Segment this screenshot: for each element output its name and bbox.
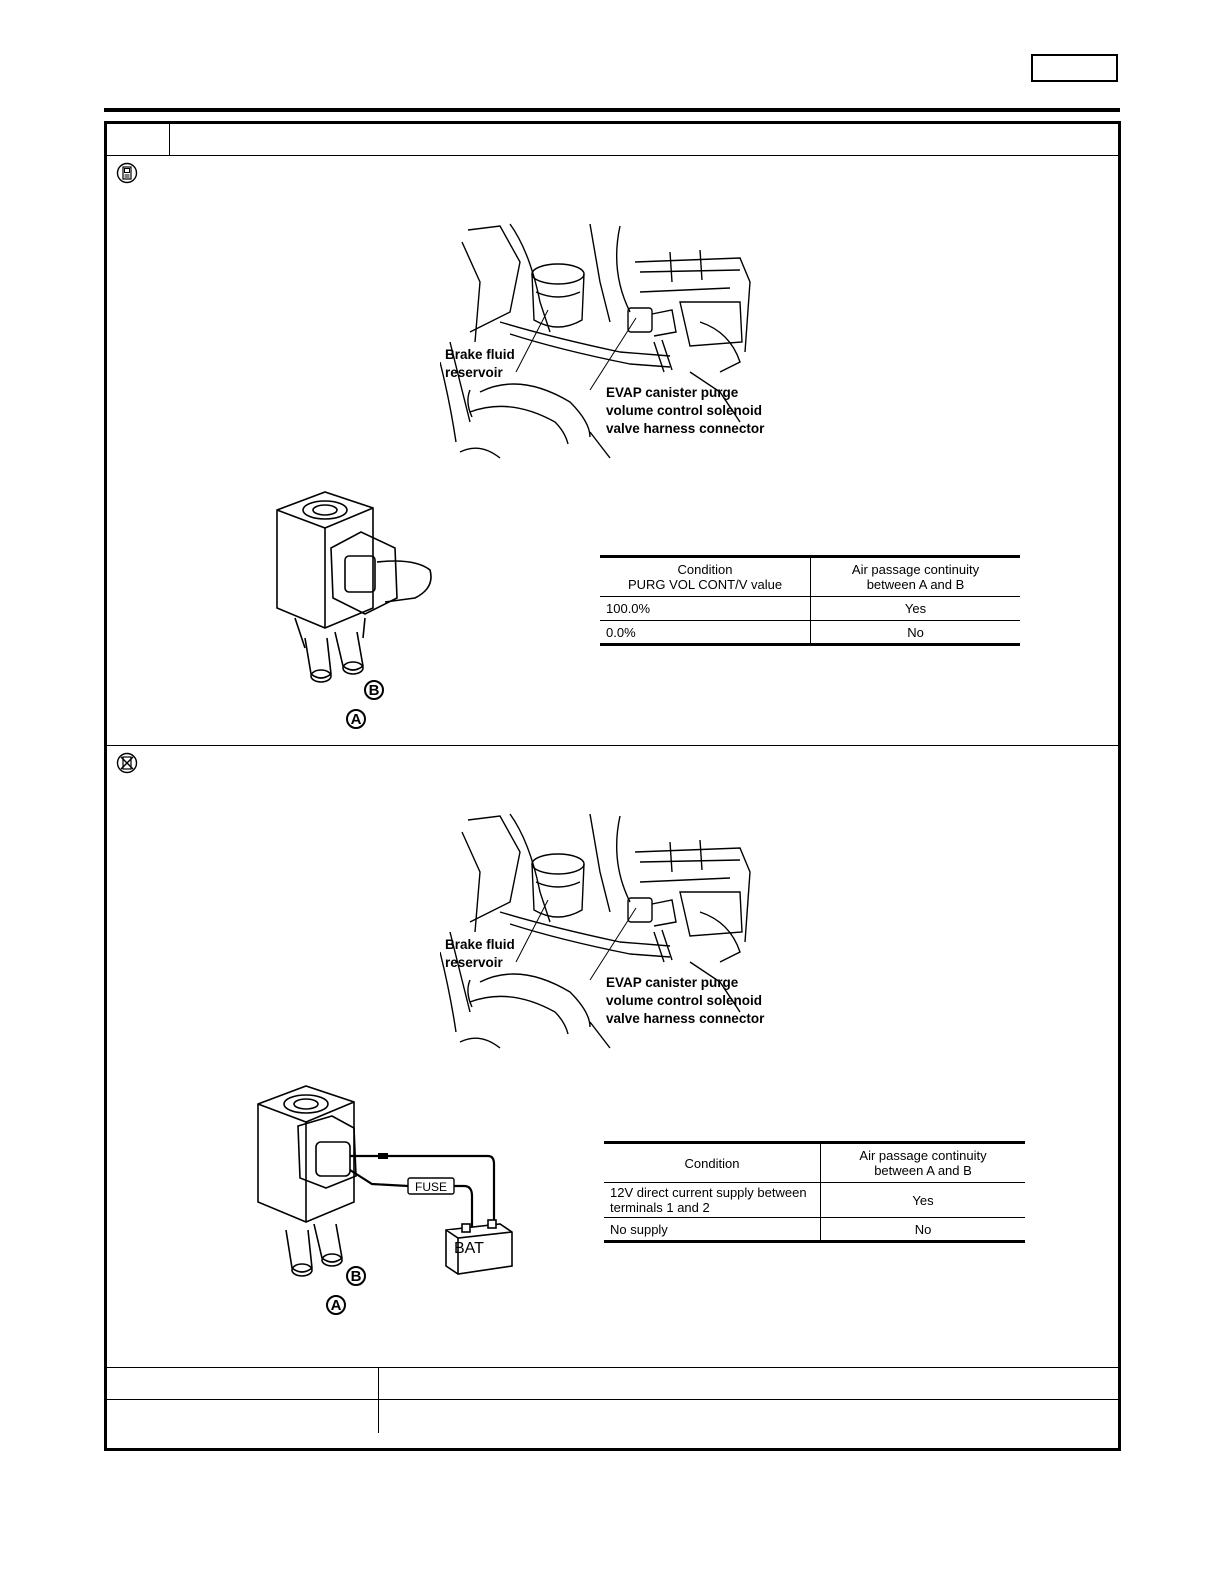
- result-column-divider: [378, 1367, 379, 1433]
- evap-connector-label-line1: EVAP canister purge: [606, 975, 739, 990]
- battery-symbol: [445, 1219, 513, 1275]
- solenoid-battery-circuit-illustration: [257, 1085, 513, 1277]
- evap-connector-label-line3: valve harness connector: [606, 421, 765, 436]
- section-divider: [104, 745, 1121, 746]
- brake-fluid-label-line2: reservoir: [445, 955, 503, 970]
- step-number-divider: [169, 121, 170, 155]
- brake-fluid-label-line1: Brake fluid: [445, 347, 515, 362]
- table-row: 100.0% Yes: [600, 596, 1020, 621]
- evap-connector-label-line1: EVAP canister purge: [606, 385, 739, 400]
- table-row: 0.0% No: [600, 620, 1020, 646]
- brake-fluid-label-line1: Brake fluid: [445, 937, 515, 952]
- table-row: 12V direct current supply between termin…: [604, 1182, 1025, 1218]
- consult-continuity-table: Condition PURG VOL CONT/V value Air pass…: [600, 555, 1020, 646]
- evap-connector-label-line2: volume control solenoid: [606, 993, 763, 1008]
- engine-bay-illustration: [440, 223, 751, 459]
- table-header-continuity: Air passage continuity between A and B: [820, 1141, 1025, 1183]
- result-row-divider-2: [104, 1399, 1121, 1400]
- engine-bay-illustration: [440, 813, 751, 1049]
- fuse-symbol: [407, 1177, 455, 1195]
- no-consult-mode-icon: [116, 752, 138, 774]
- port-a-marker: A: [346, 709, 366, 729]
- brake-fluid-label-line2: reservoir: [445, 365, 503, 380]
- table-header-condition: Condition PURG VOL CONT/V value: [600, 555, 811, 597]
- evap-connector-label-line3: valve harness connector: [606, 1011, 765, 1026]
- consult-mode-icon: [116, 162, 138, 184]
- port-b-marker: B: [364, 680, 384, 700]
- table-header-continuity: Air passage continuity between A and B: [810, 555, 1020, 597]
- direct-supply-continuity-table: Condition Air passage continuity between…: [604, 1141, 1025, 1243]
- header-code-box: [1031, 54, 1118, 82]
- title-row-divider: [104, 155, 1121, 156]
- fuse-label: FUSE: [414, 1180, 447, 1194]
- battery-label: BAT: [454, 1240, 484, 1257]
- table-row: No supply No: [604, 1217, 1025, 1243]
- procedure-frame: [104, 121, 1121, 1451]
- port-a-marker: A: [326, 1295, 346, 1315]
- result-row-divider-1: [104, 1367, 1121, 1368]
- port-b-marker: B: [346, 1266, 366, 1286]
- table-header-condition: Condition: [604, 1141, 821, 1183]
- header-rule: [104, 108, 1120, 112]
- evap-connector-label-line2: volume control solenoid: [606, 403, 763, 418]
- solenoid-valve-illustration: [276, 491, 432, 683]
